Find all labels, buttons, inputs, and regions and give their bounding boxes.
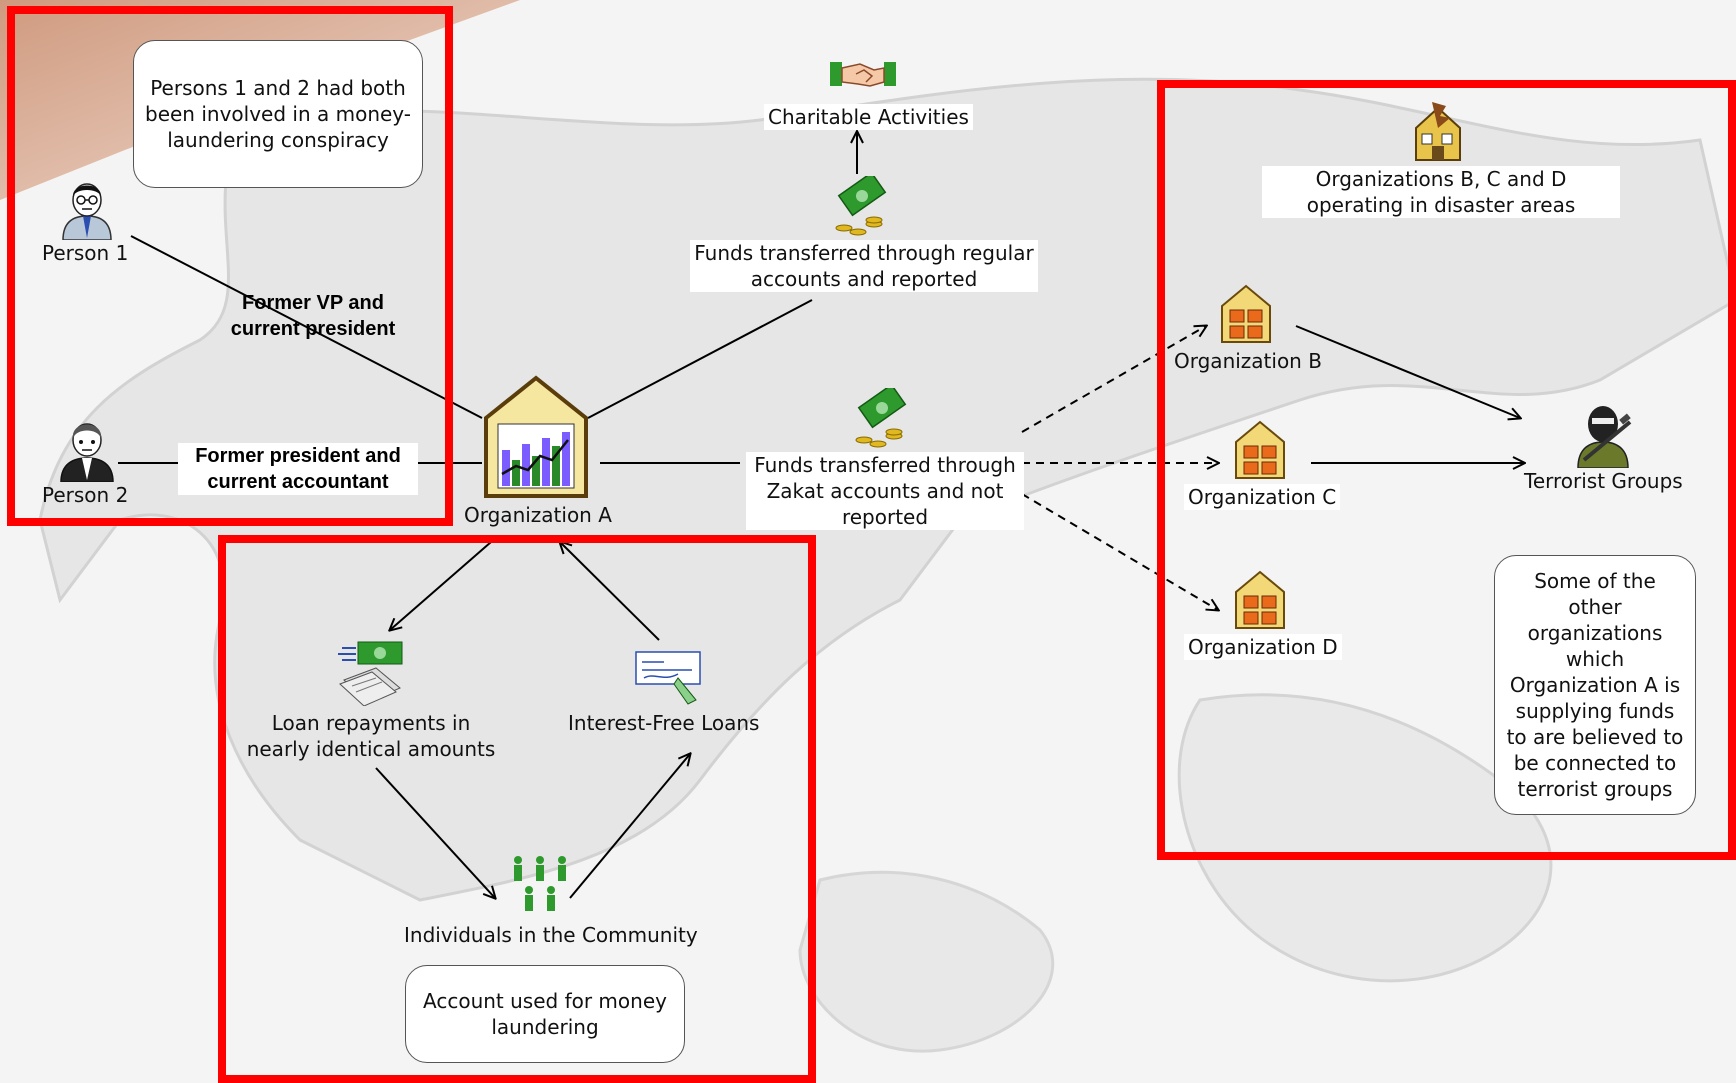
charitable-activities-label: Charitable Activities xyxy=(764,104,973,130)
building-icon xyxy=(1232,418,1288,484)
edge-individuals-interestfree xyxy=(569,754,690,899)
organization-d-label: Organization D xyxy=(1184,634,1342,660)
edges xyxy=(118,132,1524,898)
edge-interestfree-orgA xyxy=(560,542,660,641)
handshake-icon xyxy=(830,56,896,96)
person2-label: Person 2 xyxy=(42,483,129,507)
edge-orgB-terrorist xyxy=(1295,325,1520,418)
building-icon xyxy=(1218,282,1274,348)
edge-zakat-orgB xyxy=(1021,326,1206,433)
organization-a-icon xyxy=(482,374,590,502)
edge-label-person1: Former VP and current president xyxy=(230,292,396,340)
damaged-building-icon xyxy=(1410,100,1468,166)
highlight-box-persons xyxy=(7,6,453,526)
edge-orgA-funds-regular xyxy=(587,299,813,419)
receipts-money-icon xyxy=(336,640,406,710)
organization-a-label: Organization A xyxy=(464,503,612,527)
edge-zakat-orgD xyxy=(1021,493,1218,610)
money-icon xyxy=(830,171,892,242)
note-persons-conspiracy: Persons 1 and 2 had both been involved i… xyxy=(133,40,423,188)
person1-label: Person 1 xyxy=(42,241,129,265)
highlight-box-loans xyxy=(218,535,816,1083)
organization-c-label: Organization C xyxy=(1184,484,1341,510)
terrorist-groups-label: Terrorist Groups xyxy=(1524,469,1683,493)
note-other-orgs: Some of the other organizations which Or… xyxy=(1494,555,1696,815)
funds-zakat-label: Funds transferred through Zakat accounts… xyxy=(746,452,1024,530)
organization-b-label: Organization B xyxy=(1174,349,1322,373)
highlight-box-orgs xyxy=(1157,80,1736,860)
individuals-label: Individuals in the Community xyxy=(404,923,698,947)
loan-repayments-label: Loan repayments in nearly identical amou… xyxy=(246,711,496,761)
interest-free-loans-label: Interest-Free Loans xyxy=(568,711,760,735)
building-icon xyxy=(1232,568,1288,634)
person-icon xyxy=(55,418,119,486)
check-signing-icon xyxy=(634,648,704,710)
edge-label-person2: Former president and current accountant xyxy=(178,443,418,495)
edge-person1-orgA xyxy=(130,235,483,419)
edge-loanrepay-individuals xyxy=(375,767,495,898)
edge-orgA-loanrepay xyxy=(390,541,492,630)
person-icon xyxy=(55,178,119,244)
note-money-laundering: Account used for money laundering xyxy=(405,965,685,1063)
orgs-bcd-label: Organizations B, C and D operating in di… xyxy=(1262,166,1620,218)
terrorist-icon xyxy=(1570,400,1636,472)
people-group-icon xyxy=(508,854,572,924)
funds-regular-label: Funds transferred through regular accoun… xyxy=(690,240,1038,292)
money-icon xyxy=(850,383,912,454)
